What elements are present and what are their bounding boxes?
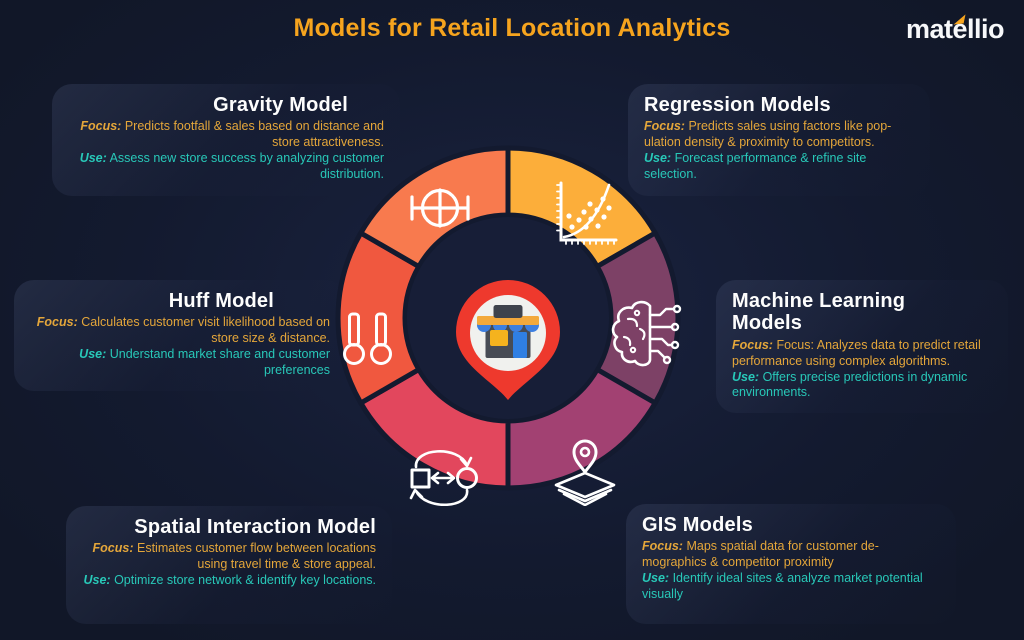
- use-label: Use:: [644, 151, 672, 166]
- gravity-target-icon: [410, 188, 470, 228]
- exchange-flow-icon: [409, 450, 478, 506]
- use-text: Forecast performance & refine site selec…: [644, 151, 867, 182]
- brain-circuit-icon: [611, 300, 682, 367]
- model-title: GIS Models: [642, 514, 753, 536]
- model-title: Gravity Model: [213, 94, 348, 116]
- use-label: Use:: [79, 347, 107, 362]
- model-title: Regression Models: [644, 94, 831, 116]
- use-text: Optimize store network & identify key lo…: [114, 573, 376, 588]
- use-text: Understand market share and customer pre…: [109, 347, 330, 378]
- use-text: Identify ideal sites & analyze market po…: [642, 571, 923, 602]
- focus-label: Focus:: [80, 119, 122, 134]
- store-location-pin-icon: [456, 279, 560, 400]
- focus-label: Focus:: [644, 119, 685, 134]
- model-card-regression: Regression Models Focus: Predicts sales …: [628, 84, 930, 196]
- model-title: Machine Learning Models: [732, 290, 906, 335]
- use-label: Use:: [79, 151, 107, 166]
- focus-label: Focus:: [732, 337, 773, 352]
- model-card-huff: Huff Model Focus: Calculates customer vi…: [14, 280, 346, 391]
- model-card-gis: GIS Models Focus: Maps spatial data for …: [626, 504, 956, 624]
- focus-text: Predicts footfall & sales based on dista…: [124, 119, 384, 150]
- regression-scatter-icon: [556, 181, 618, 245]
- store-awning: [477, 316, 539, 325]
- focus-label: Focus:: [642, 539, 683, 554]
- store-window: [490, 330, 508, 346]
- focus-text: Maps spatial data for customer de-mograp…: [642, 539, 879, 570]
- focus-text: Predicts sales using factors like pop-ul…: [644, 119, 892, 150]
- use-label: Use:: [732, 369, 760, 384]
- model-description: Focus: Estimates customer flow between l…: [82, 541, 377, 589]
- model-description: Focus: Focus: Analyzes data to predict r…: [732, 338, 992, 402]
- store-sign: [493, 305, 523, 318]
- model-card-spatial-interaction: Spatial Interaction Model Focus: Estimat…: [66, 506, 392, 624]
- model-title: Spatial Interaction Model: [134, 516, 376, 538]
- store-door: [513, 332, 527, 358]
- focus-text: Focus: Analyzes data to predict retail p…: [732, 337, 981, 368]
- model-wheel-diagram: [335, 145, 682, 506]
- model-card-gravity: Gravity Model Focus: Predicts footfall &…: [52, 84, 400, 196]
- model-title: Huff Model: [168, 290, 274, 312]
- model-description: Focus: Calculates customer visit likelih…: [30, 315, 330, 379]
- use-text: Offers precise predictions in dynamic en…: [732, 369, 968, 400]
- logo-text: matellio: [905, 14, 1005, 44]
- model-card-machine-learning: Machine Learning Models Focus: Focus: An…: [716, 280, 1008, 414]
- page-title: Models for Retail Location Analytics: [293, 14, 731, 42]
- use-label: Use:: [642, 571, 670, 586]
- model-description: Focus: Maps spatial data for customer de…: [642, 539, 940, 603]
- model-description: Focus: Predicts sales using factors like…: [644, 119, 914, 183]
- focus-label: Focus:: [36, 315, 78, 330]
- focus-text: Estimates customer flow between location…: [137, 541, 376, 572]
- model-description: Focus: Predicts footfall & sales based o…: [68, 119, 384, 183]
- matellio-logo: matellio: [905, 14, 1005, 45]
- pendulum-weights-icon: [343, 312, 392, 365]
- map-layers-pin-icon: [554, 439, 616, 506]
- use-text: Assess new store success by analyzing cu…: [109, 151, 384, 182]
- use-label: Use:: [83, 573, 111, 588]
- focus-text: Calculates customer visit likelihood bas…: [81, 315, 330, 346]
- focus-label: Focus:: [92, 541, 134, 556]
